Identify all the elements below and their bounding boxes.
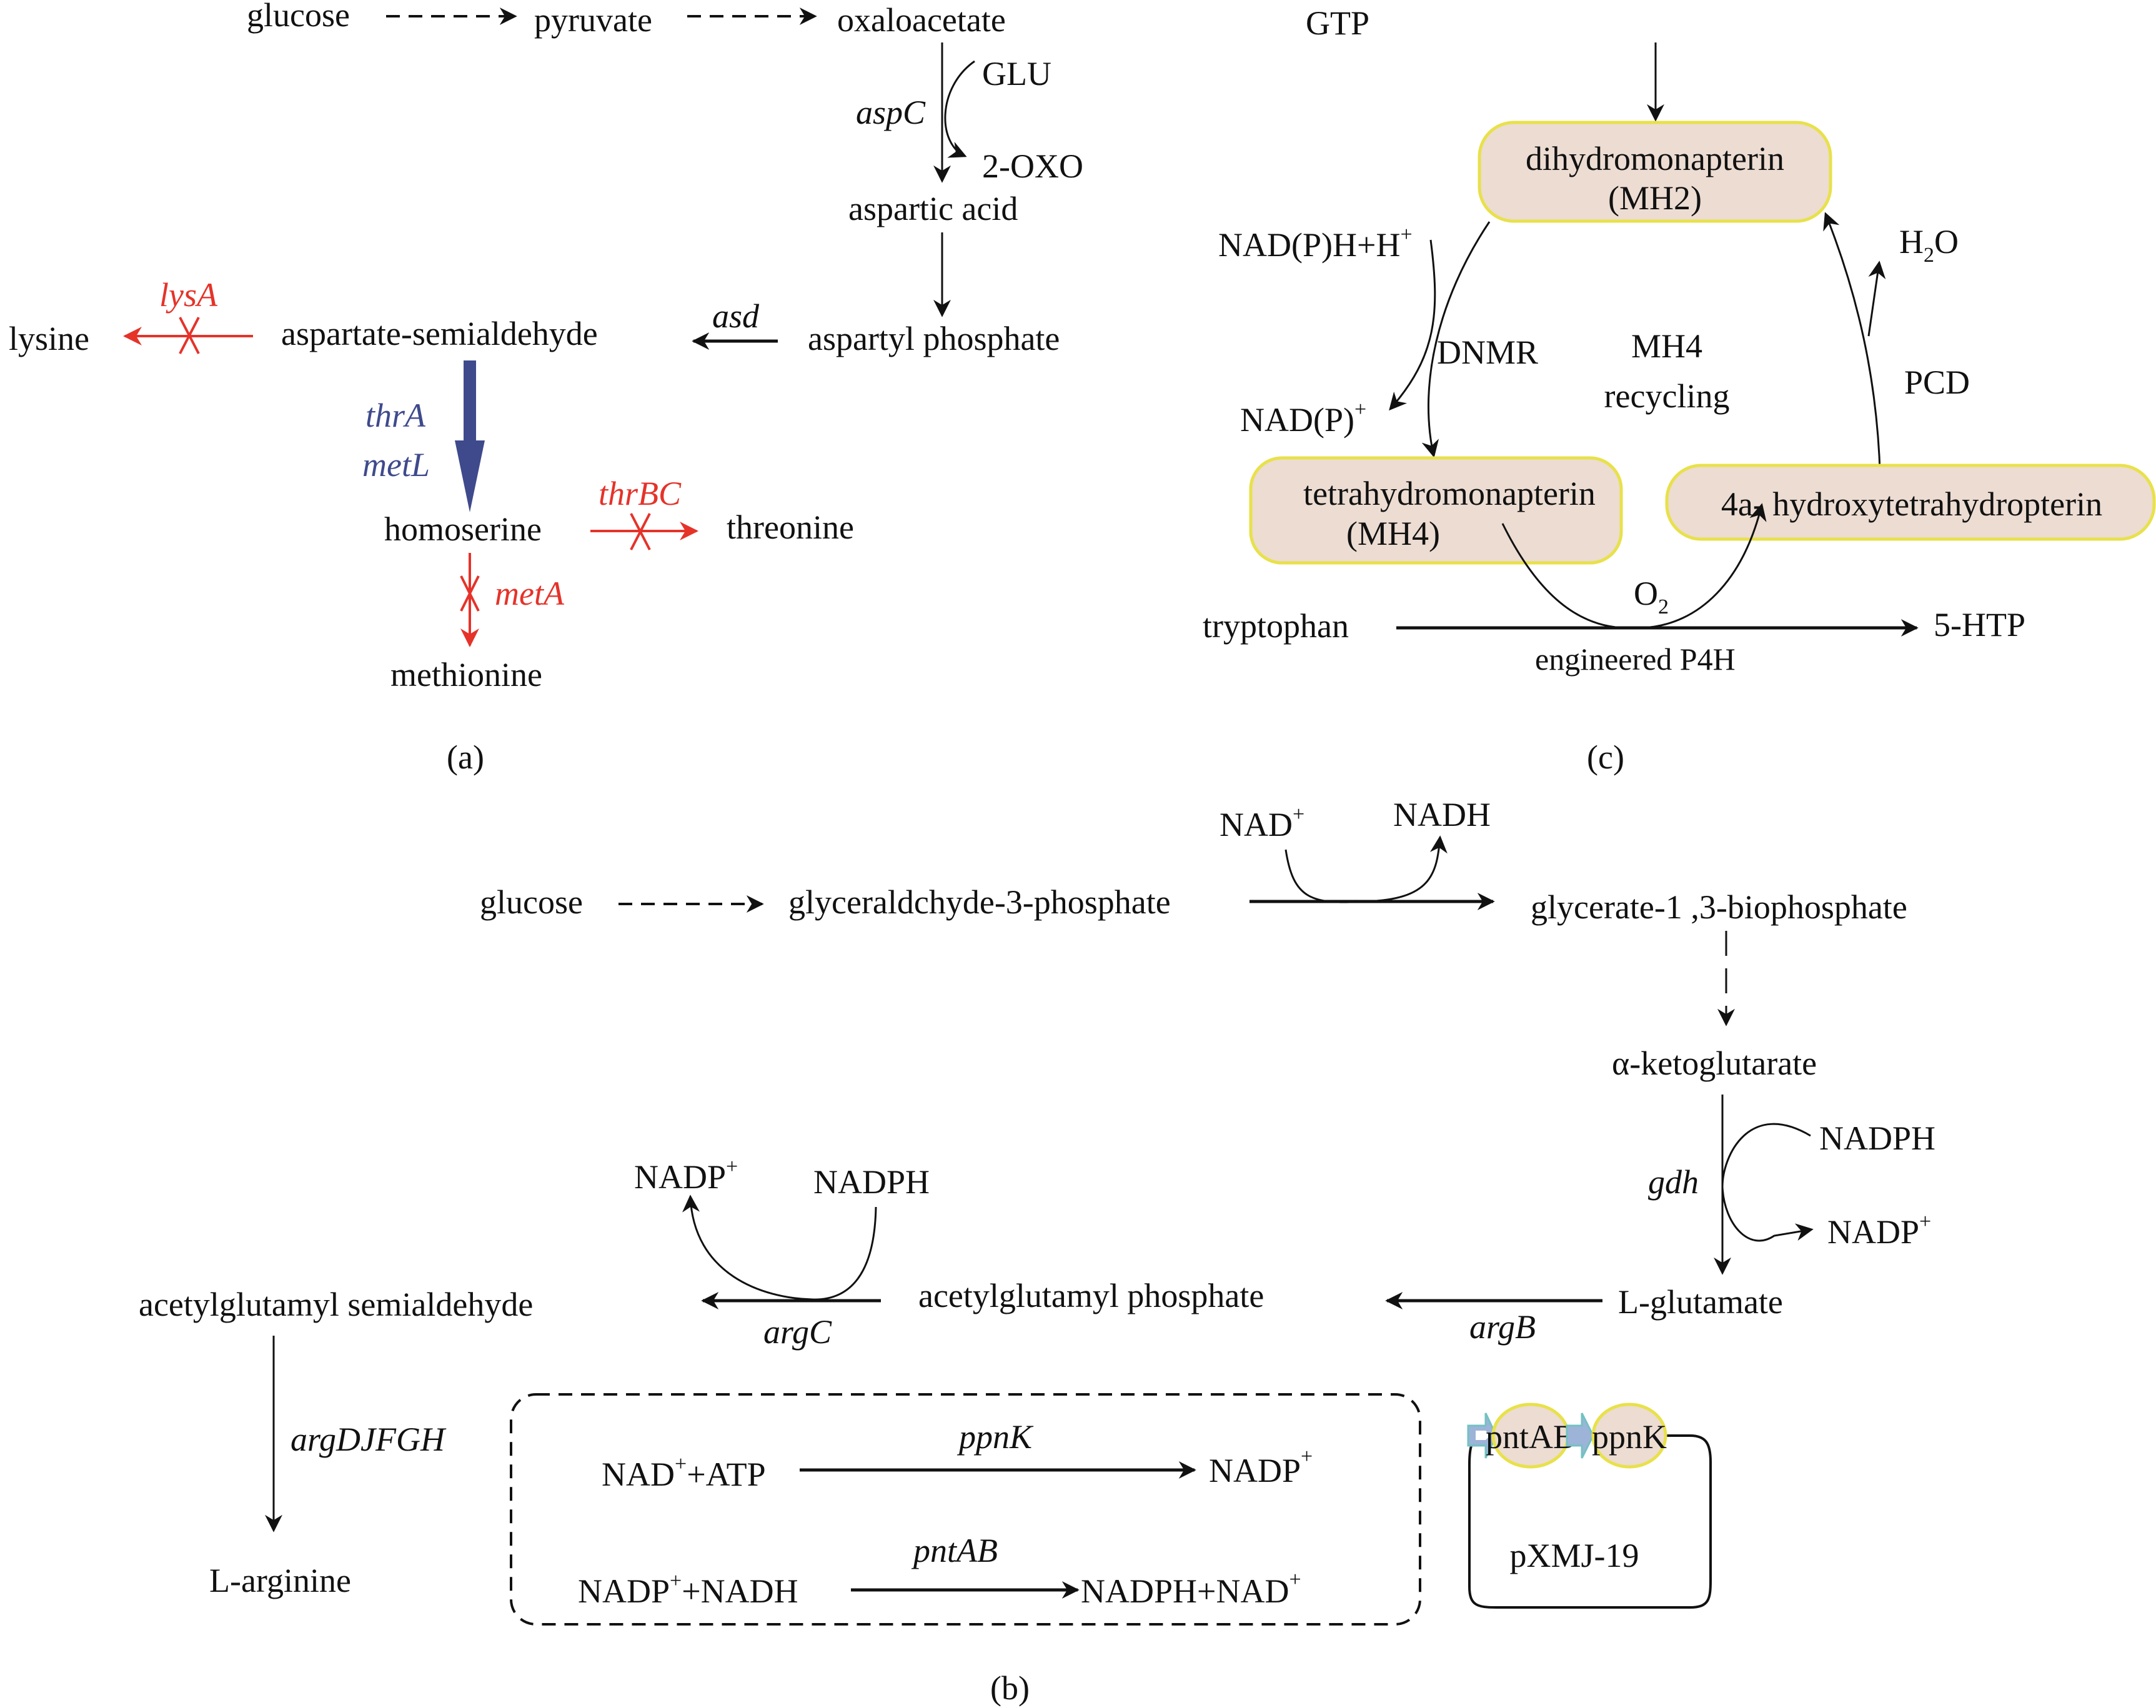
- node-nadp-gdh: NADP+: [1827, 1210, 1931, 1251]
- reaction1-reactants: NAD++ATP: [602, 1452, 766, 1493]
- node-mh2-line1: dihydromonapterin: [1526, 140, 1784, 177]
- reaction2-products: NADPH+NAD+: [1081, 1568, 1301, 1610]
- node-box-mh4: [1249, 456, 1623, 565]
- arrow-nadph-nadp-argc: [682, 1194, 877, 1301]
- node-acetylglutamyl-semialdehyde: acetylglutamyl semialdehyde: [139, 1286, 533, 1323]
- node-mh4-line2: (MH4): [1346, 515, 1440, 552]
- node-o2: O2: [1634, 575, 1669, 618]
- cycle-label-line2: recycling: [1604, 377, 1730, 415]
- node-acetylglutamyl-phosphate: acetylglutamyl phosphate: [918, 1277, 1264, 1314]
- node-nadph-argc: NADPH: [813, 1163, 930, 1201]
- node-homoserine: homoserine: [384, 510, 542, 548]
- panel-label-b: (b): [990, 1669, 1030, 1707]
- knockout-x-metA: [460, 575, 480, 612]
- arrow-nadph-nadp: [1389, 239, 1436, 411]
- node-5-htp: 5-HTP: [1934, 606, 2025, 643]
- node-h2o: H2O: [1899, 223, 1959, 267]
- arrow-between-genes-icon: [1566, 1413, 1594, 1459]
- arrow-glu-oxo: [944, 60, 975, 158]
- enzyme-aspC: aspC: [856, 94, 926, 131]
- node-mh2-line2: (MH2): [1608, 179, 1702, 217]
- knockout-x-lysA: [179, 317, 200, 354]
- arrow-nadph-nadp-gdh: [1721, 1123, 1814, 1242]
- node-g13bp: glycerate-1 ,3-biophosphate: [1531, 888, 1907, 926]
- plasmid-backbone: [1468, 1434, 1712, 1609]
- node-aspartyl-phosphate: aspartyl phosphate: [808, 320, 1060, 357]
- enzyme-metA: metA: [495, 575, 565, 612]
- enzyme-dnmr: DNMR: [1437, 334, 1538, 371]
- panel-label-c: (c): [1587, 738, 1624, 776]
- node-l-glutamate: L-glutamate: [1618, 1283, 1783, 1321]
- plasmid-name: pXMJ-19: [1509, 1537, 1639, 1574]
- panel-label-a: (a): [447, 738, 484, 776]
- arrow-h2o: [1867, 261, 1886, 337]
- node-nadh: NADH: [1393, 796, 1491, 833]
- node-nadp-argc: NADP+: [634, 1155, 738, 1196]
- gene-pntAB-label: pntAB: [1486, 1418, 1576, 1456]
- node-l-arginine: L-arginine: [209, 1562, 351, 1599]
- node-methionine: methionine: [390, 656, 542, 693]
- enzyme-ppnK: ppnK: [956, 1418, 1034, 1456]
- gene-ppnK-label: ppnK: [1592, 1418, 1667, 1456]
- arrow-nad-nadh: [1284, 835, 1448, 903]
- node-oxaloacetate: oxaloacetate: [837, 1, 1006, 39]
- enzyme-asd: asd: [712, 297, 760, 335]
- reaction1-product: NADP+: [1209, 1445, 1313, 1489]
- node-gtp: GTP: [1306, 4, 1369, 42]
- node-nad-plus: NAD+: [1220, 803, 1304, 843]
- enzyme-engineered-p4h: engineered P4H: [1535, 642, 1736, 677]
- panel-b: glucose glyceraldchyde-3-phosphate NAD+ …: [139, 796, 1935, 1707]
- node-aspartic-acid: aspartic acid: [848, 190, 1018, 227]
- node-nadph-gdh: NADPH: [1819, 1120, 1935, 1157]
- node-nadph-h: NAD(P)H+H+: [1218, 223, 1413, 264]
- panel-c: GTP dihydromonapterin (MH2) NAD(P)H+H+ N…: [1203, 4, 2156, 776]
- arrow-hydroxy-mh2: [1823, 212, 1882, 502]
- node-g3p: glyceraldchyde-3-phosphate: [788, 883, 1171, 921]
- node-pyruvate: pyruvate: [534, 1, 652, 39]
- node-2-oxo: 2-OXO: [982, 147, 1083, 185]
- enzyme-pntAB: pntAB: [911, 1532, 998, 1569]
- node-box-hydroxy: [1665, 464, 2156, 541]
- enzyme-thrBC: thrBC: [599, 475, 682, 512]
- panel-a: glucose pyruvate oxaloacetate GLU 2-OXO …: [9, 0, 1083, 776]
- node-mh4-line1: tetrahydromonapterin: [1303, 475, 1596, 512]
- gene-ppnK-ellipse: [1591, 1403, 1667, 1469]
- node-lysine: lysine: [9, 320, 89, 357]
- node-tryptophan: tryptophan: [1203, 607, 1349, 645]
- enzyme-argB: argB: [1469, 1308, 1536, 1346]
- node-aspartate-semialdehyde: aspartate-semialdehyde: [281, 315, 598, 352]
- knockout-x-thrBC: [630, 513, 651, 550]
- node-glucose-b: glucose: [480, 883, 583, 921]
- enzyme-thrA: thrA: [365, 397, 426, 434]
- node-alpha-ketoglutarate: α-ketoglutarate: [1612, 1045, 1817, 1082]
- enzyme-argC: argC: [763, 1313, 832, 1351]
- node-hydroxytetrahydropterin: 4a- hydroxytetrahydropterin: [1721, 485, 2102, 523]
- node-nadp-plus: NAD(P)+: [1240, 398, 1366, 439]
- node-glucose-a: glucose: [247, 0, 350, 34]
- enzyme-gdh: gdh: [1648, 1163, 1699, 1201]
- reaction2-reactants: NADP++NADH: [578, 1569, 798, 1610]
- enzyme-lysA: lysA: [159, 276, 218, 314]
- node-box-mh2: [1478, 121, 1832, 223]
- cofactor-reactions-box: [510, 1393, 1421, 1626]
- arrow-mh2-mh4: [1421, 221, 1491, 458]
- enzyme-metL: metL: [362, 446, 430, 484]
- enzyme-pcd: PCD: [1904, 364, 1970, 401]
- node-threonine: threonine: [727, 509, 854, 546]
- node-glu: GLU: [982, 55, 1051, 92]
- cycle-label-line1: MH4: [1631, 327, 1702, 365]
- promoter-arrow-inner: [1476, 1431, 1490, 1440]
- overexpression-arrow-thrA-metL: [455, 360, 485, 512]
- enzyme-argDJFGH: argDJFGH: [291, 1421, 447, 1458]
- plasmid-pxmj19: pntAB ppnK pXMJ-19: [1467, 1403, 1712, 1609]
